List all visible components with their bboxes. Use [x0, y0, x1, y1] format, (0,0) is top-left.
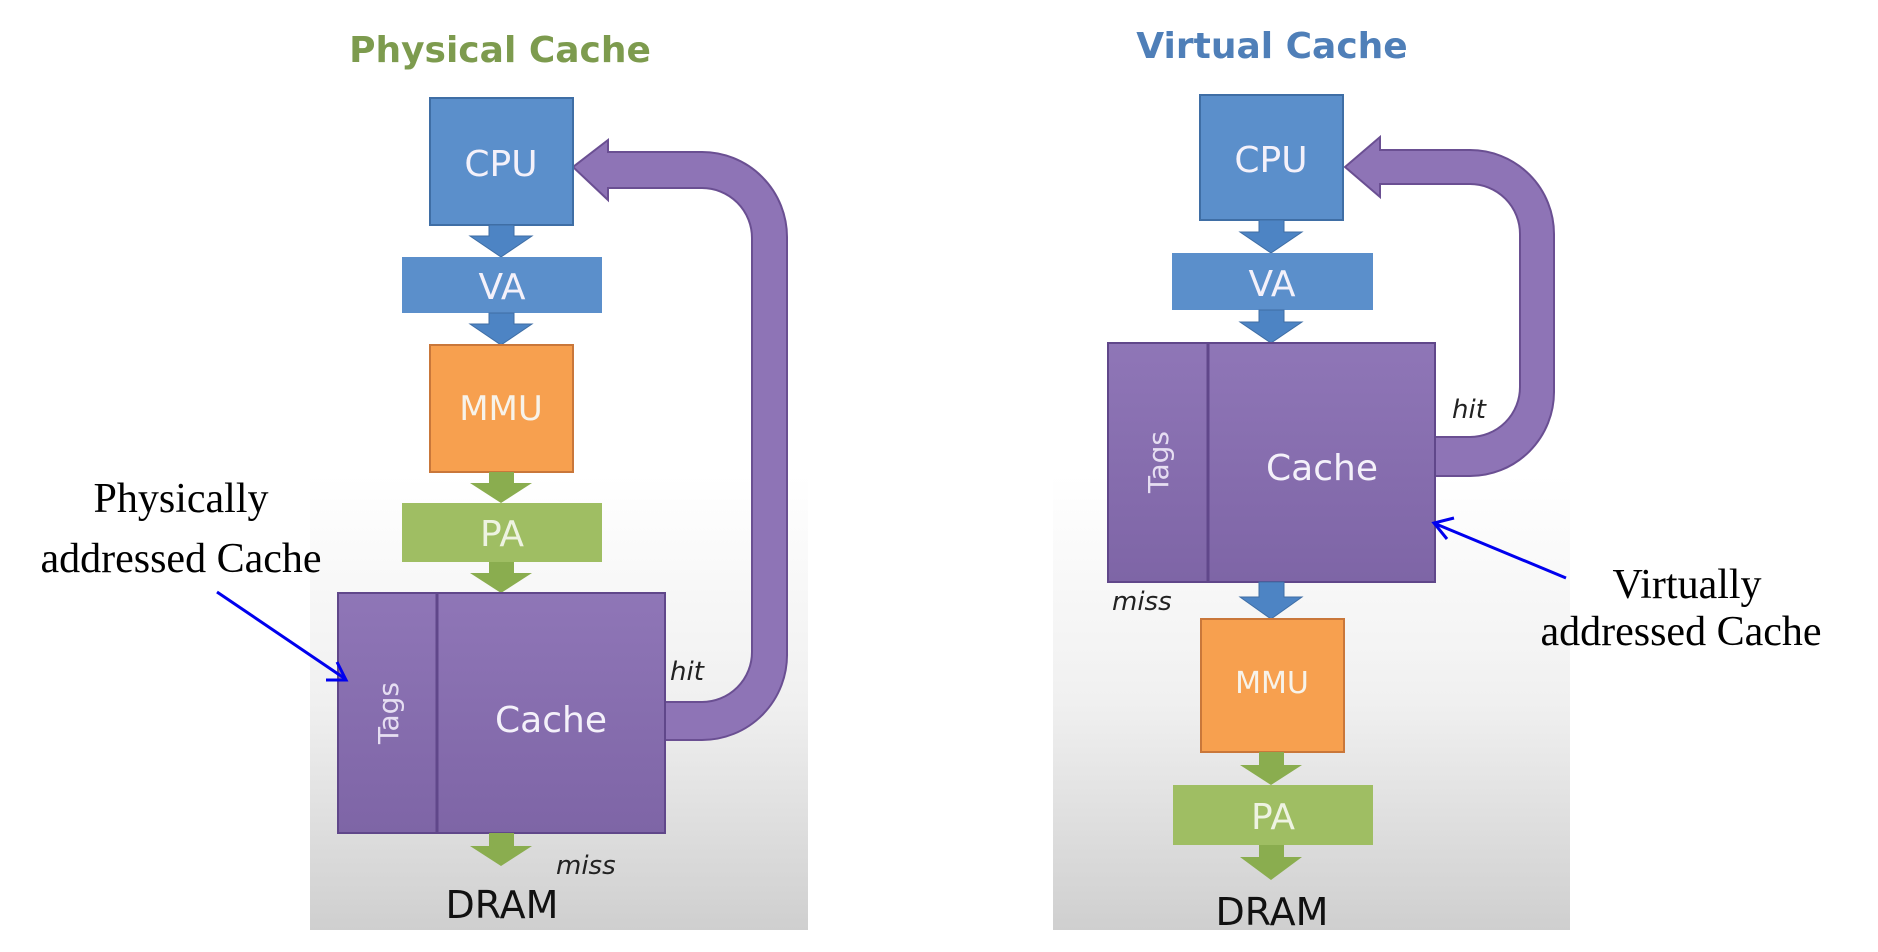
physical-cache-panel: Physical Cache CPU VA MMU PA Tags Cache … [310, 20, 808, 930]
physical-miss-label: miss [556, 851, 616, 881]
physical-arrow-miss [470, 833, 532, 866]
virtual-va-box [1172, 253, 1373, 310]
virtual-mmu-box [1200, 618, 1345, 753]
virtual-annotation-arrow-head [1431, 516, 1455, 540]
physical-cpu-label: CPU [464, 144, 537, 185]
virtual-annotation-arrow-line [1435, 522, 1567, 580]
virtual-mmu-label: MMU [1235, 666, 1309, 701]
virtual-cache-panel: Virtual Cache CPU VA Tags Cache hit miss… [1053, 20, 1570, 934]
virtual-arrow-miss [1238, 581, 1304, 620]
virtual-dram-label: DRAM [1216, 890, 1329, 934]
physical-cache-box [337, 592, 666, 834]
physical-arrow-mmu-pa [470, 472, 532, 503]
virtual-cache-box [1107, 342, 1436, 583]
physical-va-box [402, 257, 602, 313]
virtual-arrow-cpu-va [1238, 219, 1304, 254]
physical-mmu-label: MMU [459, 389, 543, 429]
virtual-annotation-line1: Virtually [1612, 562, 1761, 608]
virtual-cache-title: Virtual Cache [1136, 26, 1407, 67]
virtual-annotation: Virtually addressed Cache [1431, 516, 1822, 655]
physical-annotation: Physically addressed Cache [40, 476, 349, 682]
physical-arrow-pa-cache [470, 562, 532, 593]
physical-tags-label: Tags [372, 682, 405, 745]
virtual-annotation-line2: addressed Cache [1540, 609, 1821, 655]
physical-cpu-box [429, 97, 574, 226]
physical-hit-arrow [571, 137, 789, 741]
physical-arrow-va-mmu [468, 312, 534, 346]
physical-annotation-line1: Physically [94, 476, 269, 522]
physical-va-label: VA [479, 267, 526, 308]
physical-annotation-line2: addressed Cache [40, 536, 321, 582]
virtual-arrow-pa-dram [1240, 845, 1302, 880]
virtual-tags-label: Tags [1142, 431, 1175, 494]
virtual-pa-label: PA [1251, 797, 1295, 838]
virtual-cache-label: Cache [1266, 448, 1378, 489]
physical-cache-title: Physical Cache [349, 30, 651, 71]
physical-annotation-arrow-line [216, 590, 345, 680]
physical-cache-label: Cache [495, 700, 607, 741]
physical-pa-box [402, 503, 602, 562]
virtual-miss-label: miss [1112, 587, 1172, 617]
virtual-hit-label: hit [1452, 395, 1487, 425]
virtual-arrow-mmu-pa [1240, 752, 1302, 785]
virtual-cpu-box [1199, 94, 1344, 221]
physical-pa-label: PA [480, 514, 524, 555]
physical-annotation-arrow-head [326, 661, 349, 682]
virtual-va-label: VA [1249, 264, 1296, 305]
virtual-hit-arrow [1343, 134, 1555, 477]
physical-arrow-cpu-va [468, 224, 534, 258]
virtual-cpu-label: CPU [1234, 140, 1307, 181]
physical-mmu-box [429, 344, 574, 473]
virtual-pa-box [1173, 785, 1373, 845]
virtual-arrow-va-cache [1238, 309, 1304, 344]
physical-dram-label: DRAM [446, 883, 559, 927]
physical-hit-label: hit [670, 657, 705, 687]
